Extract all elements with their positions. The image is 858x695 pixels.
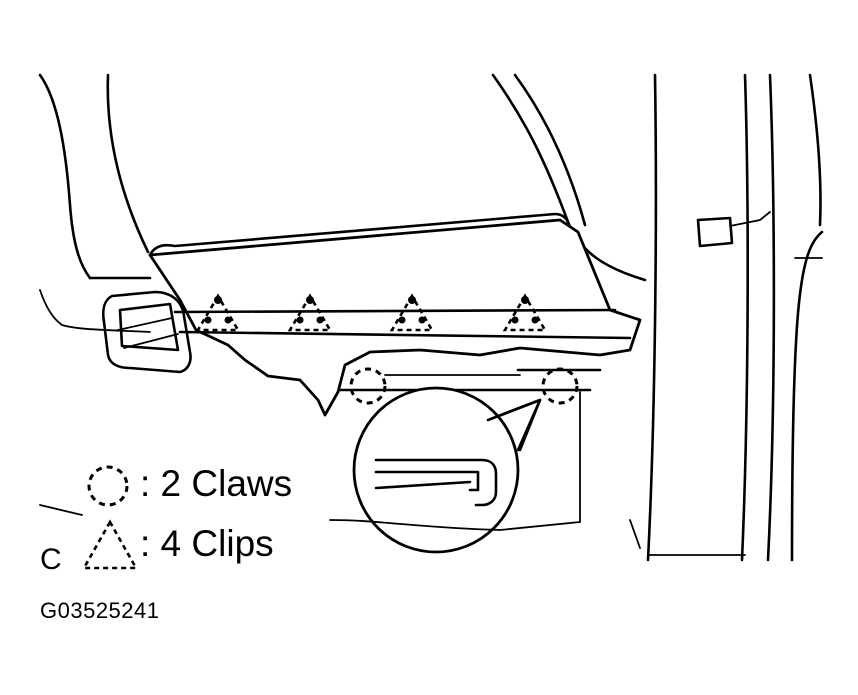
figure-code: G03525241: [40, 598, 160, 623]
clip-marker: [195, 293, 241, 332]
legend-claws-label: : 2 Claws: [140, 463, 293, 504]
trim-panel: [148, 212, 642, 417]
legend-clips-label: : 4 Clips: [140, 523, 274, 564]
dashed-circle-icon: [87, 465, 129, 507]
clip-marker: [389, 293, 435, 332]
clip-markers: [195, 293, 548, 332]
bottom-lines: [329, 391, 641, 549]
clip-marker: [287, 293, 333, 332]
claw-markers: [349, 367, 579, 405]
claw-marker: [541, 367, 579, 405]
door-handle: [696, 211, 771, 248]
door-pillar-lines: [646, 73, 824, 562]
legend-symbols: [81, 465, 139, 570]
clip-marker: [502, 293, 548, 332]
claw-marker: [349, 367, 387, 405]
detail-circle: [352, 386, 520, 554]
claw-detail-callout: [352, 386, 542, 554]
dashed-triangle-icon: [81, 519, 139, 570]
side-letter: C: [40, 543, 62, 576]
side-vent: [101, 290, 192, 374]
